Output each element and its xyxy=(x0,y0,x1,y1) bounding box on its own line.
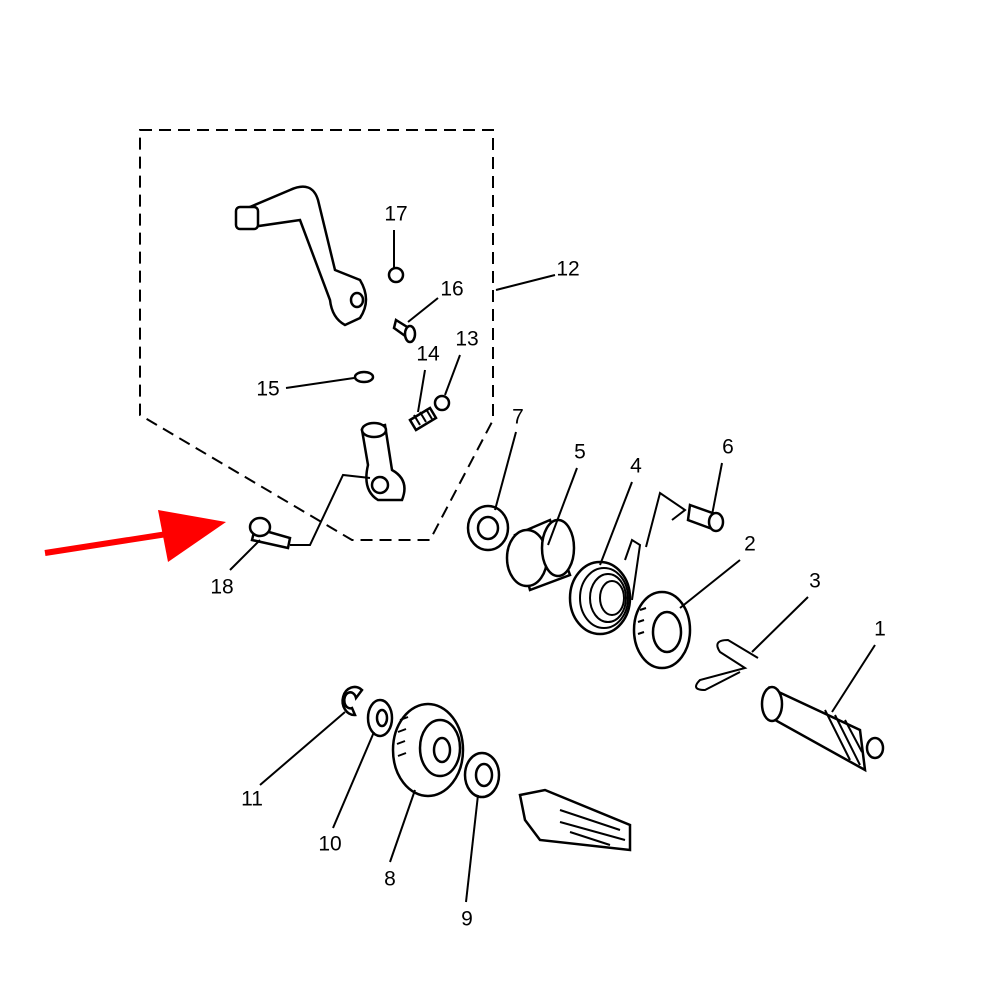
assembly-12-boundary xyxy=(139,129,494,541)
part-5-collar xyxy=(505,518,576,592)
part-9-washer xyxy=(463,751,501,799)
label-12: 12 xyxy=(556,258,579,281)
part-13-ball xyxy=(433,394,451,412)
kick-lever xyxy=(234,185,368,327)
label-1: 1 xyxy=(874,618,886,641)
label-7: 7 xyxy=(512,406,524,429)
kick-boss xyxy=(360,421,406,502)
part-15-clip xyxy=(353,370,375,384)
part-10-washer xyxy=(366,698,394,738)
part-17-ball xyxy=(387,266,405,284)
part-11-circlip xyxy=(341,685,364,717)
label-3: 3 xyxy=(809,570,821,593)
part-1-kick-axle xyxy=(760,685,885,773)
label-8: 8 xyxy=(384,868,396,891)
part-2-gear xyxy=(632,590,692,670)
label-4: 4 xyxy=(630,455,642,478)
label-10: 10 xyxy=(318,833,341,856)
label-2: 2 xyxy=(744,533,756,556)
part-3-clip xyxy=(695,638,759,692)
part-18-bolt xyxy=(248,516,292,550)
shaft xyxy=(518,788,632,852)
label-18: 18 xyxy=(210,576,233,599)
label-6: 6 xyxy=(722,436,734,459)
label-11: 11 xyxy=(241,788,263,811)
leader-lines xyxy=(229,230,876,903)
label-5: 5 xyxy=(574,441,586,464)
part-7-washer xyxy=(466,504,510,552)
part-4-kick-spring xyxy=(568,538,642,636)
label-9: 9 xyxy=(461,908,473,931)
part-14-spring xyxy=(408,406,438,432)
label-16: 16 xyxy=(440,278,463,301)
label-14: 14 xyxy=(416,343,440,366)
part-8-idle-gear xyxy=(391,702,465,798)
part-16-screw xyxy=(392,318,417,344)
label-17: 17 xyxy=(384,203,407,226)
part-6-pin xyxy=(686,503,725,533)
red-arrow-pointer xyxy=(44,510,226,562)
label-15: 15 xyxy=(256,378,279,401)
label-13: 13 xyxy=(455,328,478,351)
